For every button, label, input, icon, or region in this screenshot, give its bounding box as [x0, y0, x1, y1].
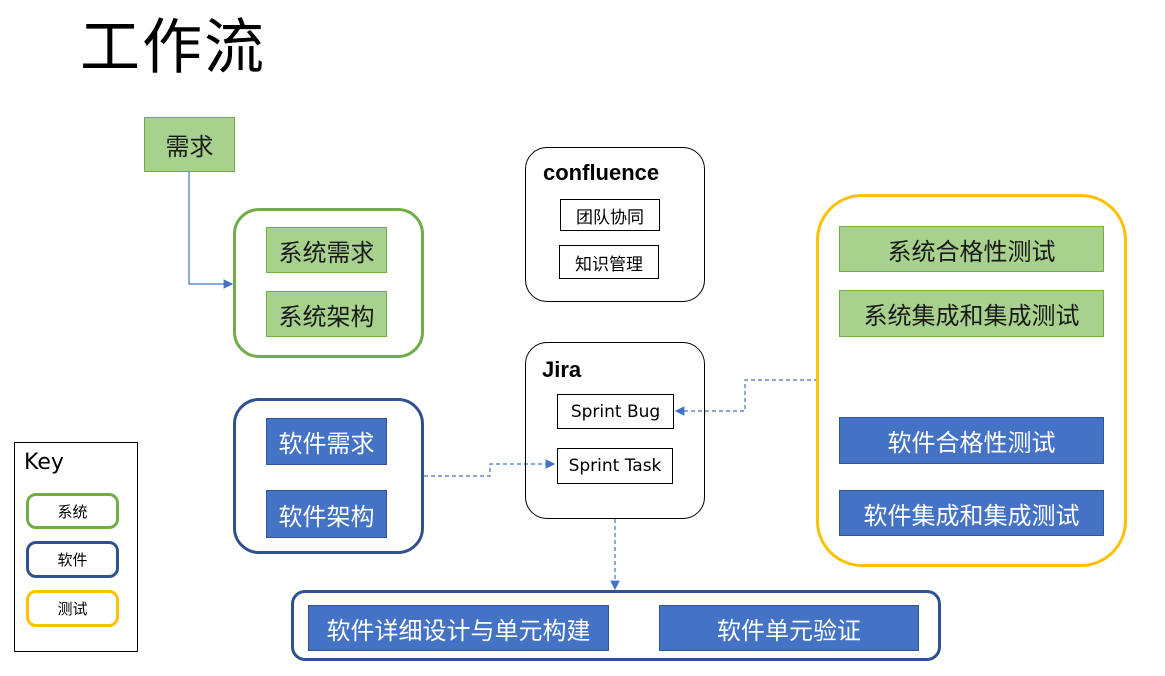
knowledge-management-box[interactable]: 知识管理: [559, 245, 659, 279]
legend-title: Key: [24, 450, 64, 475]
confluence-panel: [525, 147, 705, 302]
system-group: [233, 208, 424, 358]
software-qualification-test-box[interactable]: 软件合格性测试: [839, 417, 1104, 464]
unit-group: [291, 590, 941, 661]
jira-name: Jira: [542, 357, 582, 382]
legend-item-system: 系统: [26, 493, 119, 529]
system-qualification-test-box[interactable]: 系统合格性测试: [839, 226, 1104, 272]
software-requirement-box[interactable]: 软件需求: [266, 418, 387, 465]
sprint-task-box[interactable]: Sprint Task: [557, 448, 673, 484]
jira-panel: [525, 342, 705, 519]
page-title: 工作流: [80, 13, 266, 83]
legend-item-software: 软件: [26, 541, 119, 578]
sprint-bug-box[interactable]: Sprint Bug: [557, 394, 674, 429]
test-group: [816, 194, 1127, 567]
unit-verification-box[interactable]: 软件单元验证: [659, 605, 919, 651]
confluence-name: confluence: [543, 160, 660, 185]
software-group: [233, 398, 424, 554]
unit-design-build-box[interactable]: 软件详细设计与单元构建: [308, 605, 609, 651]
connector-requirement-to-system: [188, 172, 234, 289]
team-collaboration-box[interactable]: 团队协同: [560, 199, 660, 231]
software-integration-test-box[interactable]: 软件集成和集成测试: [839, 490, 1104, 536]
software-architecture-box[interactable]: 软件架构: [266, 490, 387, 538]
system-architecture-box[interactable]: 系统架构: [266, 291, 387, 337]
system-integration-test-box[interactable]: 系统集成和集成测试: [839, 290, 1104, 337]
requirement-box[interactable]: 需求: [144, 117, 235, 172]
legend-item-test: 测试: [26, 590, 119, 627]
system-requirement-box[interactable]: 系统需求: [266, 227, 387, 273]
